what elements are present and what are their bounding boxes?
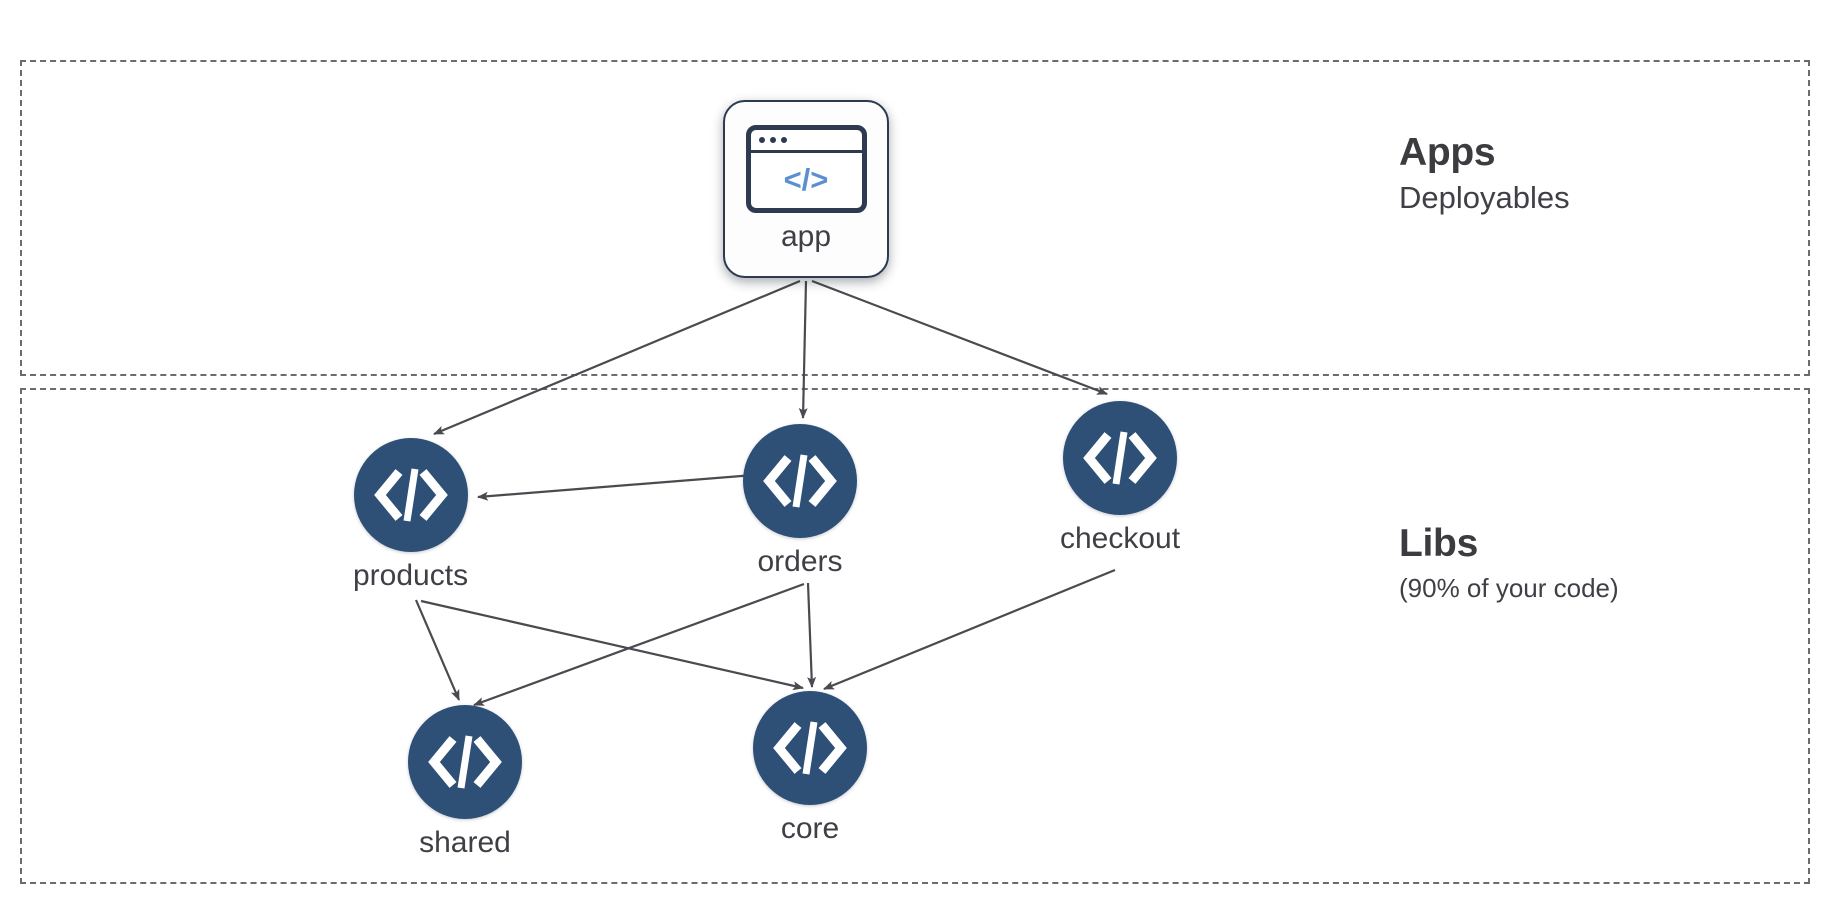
code-brackets-icon xyxy=(763,454,837,508)
node-orders[interactable]: orders xyxy=(743,424,857,578)
code-brackets-icon xyxy=(1083,431,1157,485)
node-products[interactable]: products xyxy=(353,438,468,592)
node-checkout-circle xyxy=(1063,401,1178,515)
node-shared-circle xyxy=(408,705,522,819)
code-brackets-icon xyxy=(773,721,847,775)
node-core-label: core xyxy=(780,812,840,845)
browser-dot-2 xyxy=(769,137,776,143)
browser-titlebar xyxy=(750,130,862,153)
zone-libs xyxy=(20,388,1810,884)
node-products-label: products xyxy=(353,559,469,592)
node-orders-label: orders xyxy=(757,545,843,578)
browser-dot-3 xyxy=(780,137,787,143)
browser-code-window-icon: </> xyxy=(745,125,867,213)
browser-dot-1 xyxy=(758,137,765,143)
node-app[interactable]: </> app xyxy=(723,100,889,278)
zone-apps-title: Apps xyxy=(1399,131,1496,174)
zone-apps-subtitle: Deployables xyxy=(1399,179,1570,215)
node-shared-label: shared xyxy=(419,826,511,859)
code-brackets-icon xyxy=(428,735,502,789)
node-products-circle xyxy=(353,438,468,552)
node-checkout-label: checkout xyxy=(1060,522,1181,555)
node-shared[interactable]: shared xyxy=(408,705,522,859)
node-checkout[interactable]: checkout xyxy=(1060,401,1180,555)
zone-apps-caption: Apps Deployables xyxy=(1399,131,1570,216)
zone-apps xyxy=(20,60,1810,376)
browser-content-area: </> xyxy=(751,153,862,208)
node-orders-circle xyxy=(743,424,857,538)
zone-libs-title: Libs xyxy=(1399,522,1478,565)
code-brackets-icon xyxy=(373,468,448,522)
zone-libs-caption: Libs (90% of your code) xyxy=(1399,522,1619,604)
zone-libs-subtitle: (90% of your code) xyxy=(1399,572,1619,603)
node-core[interactable]: core xyxy=(753,691,867,845)
code-brackets-icon: </> xyxy=(783,161,829,197)
node-app-label: app xyxy=(780,220,832,253)
node-core-circle xyxy=(753,691,867,805)
